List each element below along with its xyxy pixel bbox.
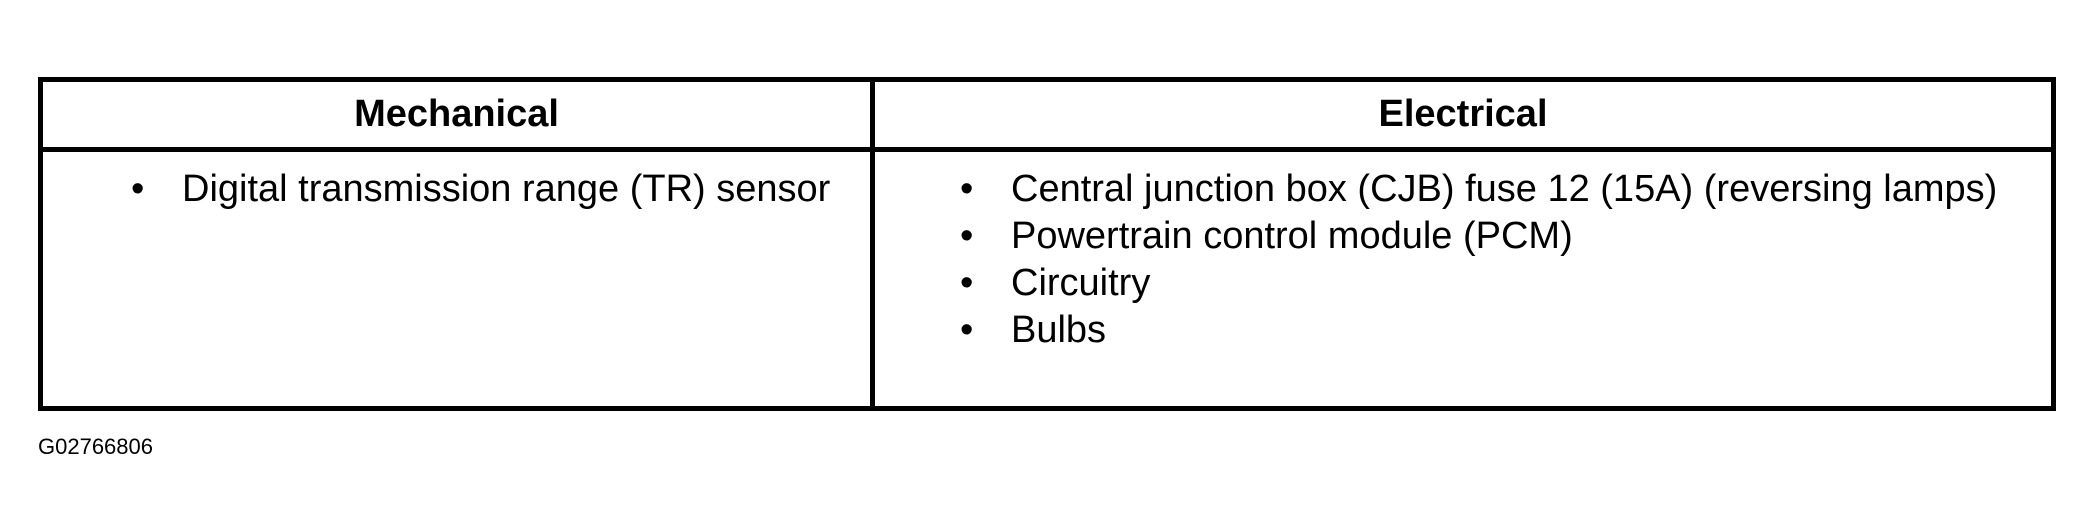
bullet-icon: • <box>960 309 974 351</box>
header-electrical: Electrical <box>870 77 2056 152</box>
electrical-list: • Central junction box (CJB) fuse 12 (15… <box>875 152 2051 354</box>
header-row: Mechanical Electrical <box>38 77 2056 152</box>
electrical-item-label: Powertrain control module (PCM) <box>1011 215 1573 257</box>
list-item: • Powertrain control module (PCM) <box>875 213 2051 260</box>
bullet-icon: • <box>960 215 974 257</box>
bullet-icon: • <box>960 262 974 304</box>
list-item: • Circuitry <box>875 260 2051 307</box>
electrical-item-label: Bulbs <box>1011 309 1107 351</box>
figure-code: G02766806 <box>38 434 153 459</box>
header-mechanical: Mechanical <box>38 77 875 152</box>
electrical-item-label: Circuitry <box>1011 262 1151 304</box>
content-row: • Digital transmission range (TR) sensor… <box>38 147 2056 411</box>
mechanical-cell: • Digital transmission range (TR) sensor <box>38 147 875 411</box>
diagnostic-table: Mechanical Electrical • Digital transmis… <box>38 77 2056 411</box>
bullet-icon: • <box>131 168 145 210</box>
list-item: • Digital transmission range (TR) sensor <box>43 166 870 213</box>
mechanical-item-label: Digital transmission range (TR) sensor <box>182 168 831 210</box>
electrical-cell: • Central junction box (CJB) fuse 12 (15… <box>870 147 2056 411</box>
electrical-item-label: Central junction box (CJB) fuse 12 (15A)… <box>1011 168 1998 210</box>
bullet-icon: • <box>960 168 974 210</box>
list-item: • Bulbs <box>875 307 2051 354</box>
list-item: • Central junction box (CJB) fuse 12 (15… <box>875 166 2051 213</box>
mechanical-list: • Digital transmission range (TR) sensor <box>43 152 870 213</box>
